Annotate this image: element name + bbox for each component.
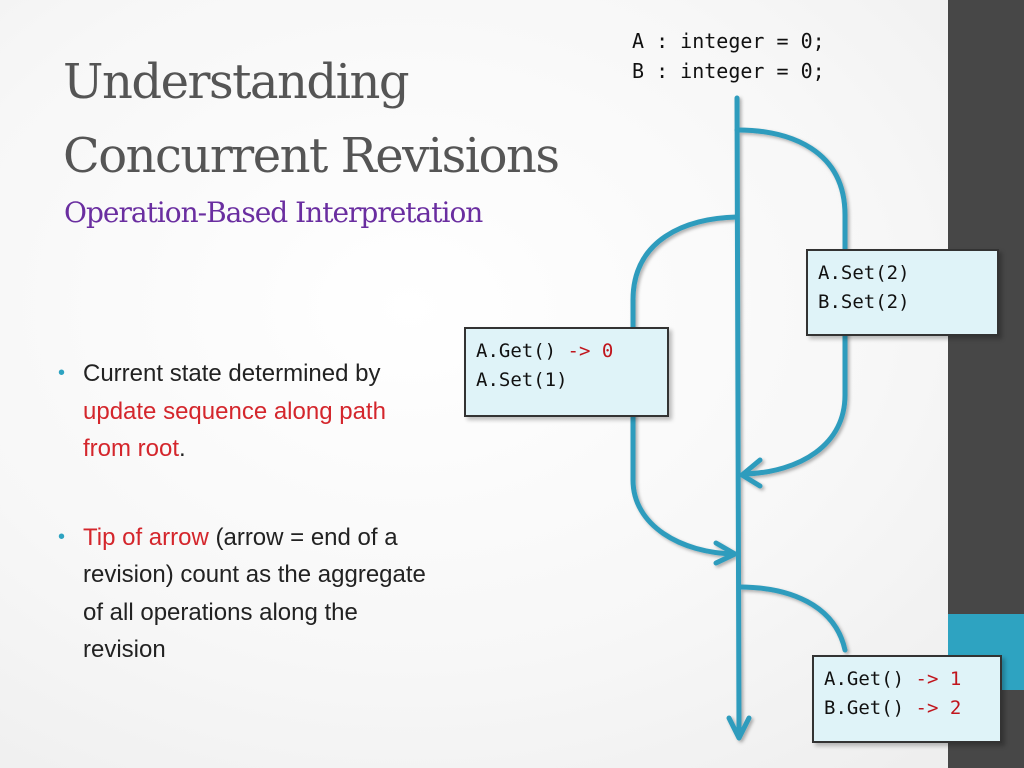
revision-box-set-1: A.Get() -> 0 A.Set(1): [464, 327, 669, 417]
bullet-dot-icon: •: [58, 525, 66, 548]
code-result: -> 1: [915, 668, 962, 690]
right-fork-branch: [734, 127, 848, 477]
code-result: -> 2: [915, 697, 962, 719]
bullet-list: • Current state determined by update sequ…: [58, 355, 438, 720]
box-line: B.Set(2): [818, 291, 910, 313]
bullet-text: .: [179, 435, 186, 462]
slide-title-line-1: Understanding: [63, 54, 410, 110]
left-join-arrowhead: [713, 540, 738, 566]
slide-title-line-2: Concurrent Revisions: [63, 128, 560, 184]
box-line: B.Get() -> 2: [824, 694, 990, 723]
main-revision-line: [734, 95, 742, 733]
code-text: B.Get(): [824, 697, 916, 719]
bullet-dot-icon: •: [58, 362, 66, 384]
declaration-a: A : integer = 0;: [632, 29, 825, 53]
bullet-text: Current state determined by: [83, 360, 381, 387]
right-join-arrowhead: [739, 457, 763, 489]
bottom-fork-branch: [736, 584, 848, 653]
variable-declarations: A : integer = 0; B : integer = 0;: [632, 26, 825, 86]
bullet-item: • Tip of arrow (arrow = end of a revision…: [58, 519, 438, 669]
box-line: A.Set(1): [476, 369, 568, 391]
declaration-b: B : integer = 0;: [632, 59, 825, 83]
main-arrowhead: [726, 715, 752, 741]
bullet-item: • Current state determined by update sequ…: [58, 355, 438, 468]
bullet-text: (arrow = end of a revision) count as the…: [83, 523, 426, 664]
box-line: A.Get() -> 1: [824, 665, 990, 694]
bullet-highlight: update sequence along path from root: [83, 397, 386, 463]
bullet-highlight: Tip of arrow: [83, 523, 209, 551]
box-line: A.Set(2): [818, 262, 910, 284]
box-line: A.Get() -> 0: [476, 337, 657, 366]
revision-box-set-2: A.Set(2) B.Set(2): [806, 249, 999, 336]
slide-subtitle: Operation-Based Interpretation: [64, 196, 483, 229]
code-text: A.Get(): [824, 668, 916, 690]
code-text: A.Get(): [476, 340, 568, 362]
code-result: -> 0: [567, 340, 614, 362]
